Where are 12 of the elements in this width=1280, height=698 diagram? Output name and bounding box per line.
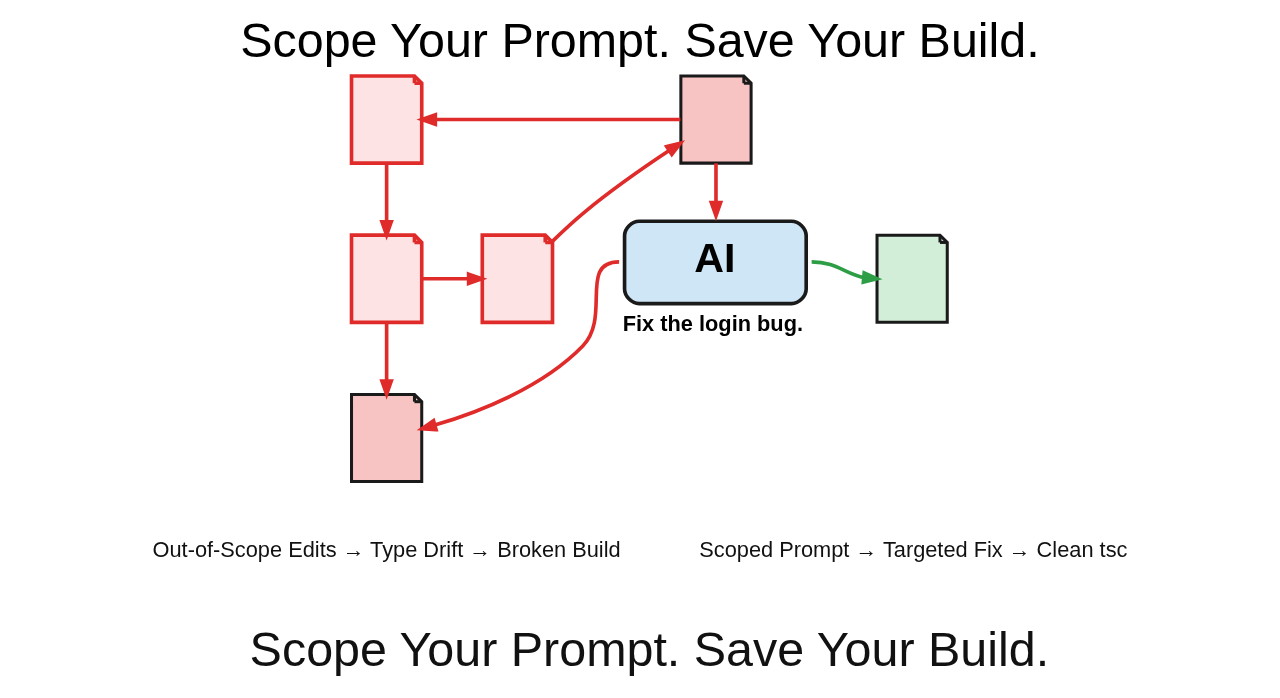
arrow: [551, 140, 686, 243]
arrow: [379, 163, 394, 241]
label: Out-of-Scope Edits → Type Drift → Broken Build: [152, 537, 621, 563]
arrow: [379, 322, 394, 400]
label: Scoped Prompt → Targeted Fix → Clean tsc: [699, 537, 1128, 563]
node-label: Fix the login bug.: [622, 311, 804, 337]
arrow: [811, 260, 883, 285]
arrow: [421, 271, 488, 286]
diagram-title: Scope Your Prompt. Save Your Build.: [240, 12, 1040, 67]
arrow: [708, 163, 724, 222]
arrow: [416, 112, 681, 127]
label: Scope Your Prompt. Save Your Build.: [249, 621, 1050, 676]
